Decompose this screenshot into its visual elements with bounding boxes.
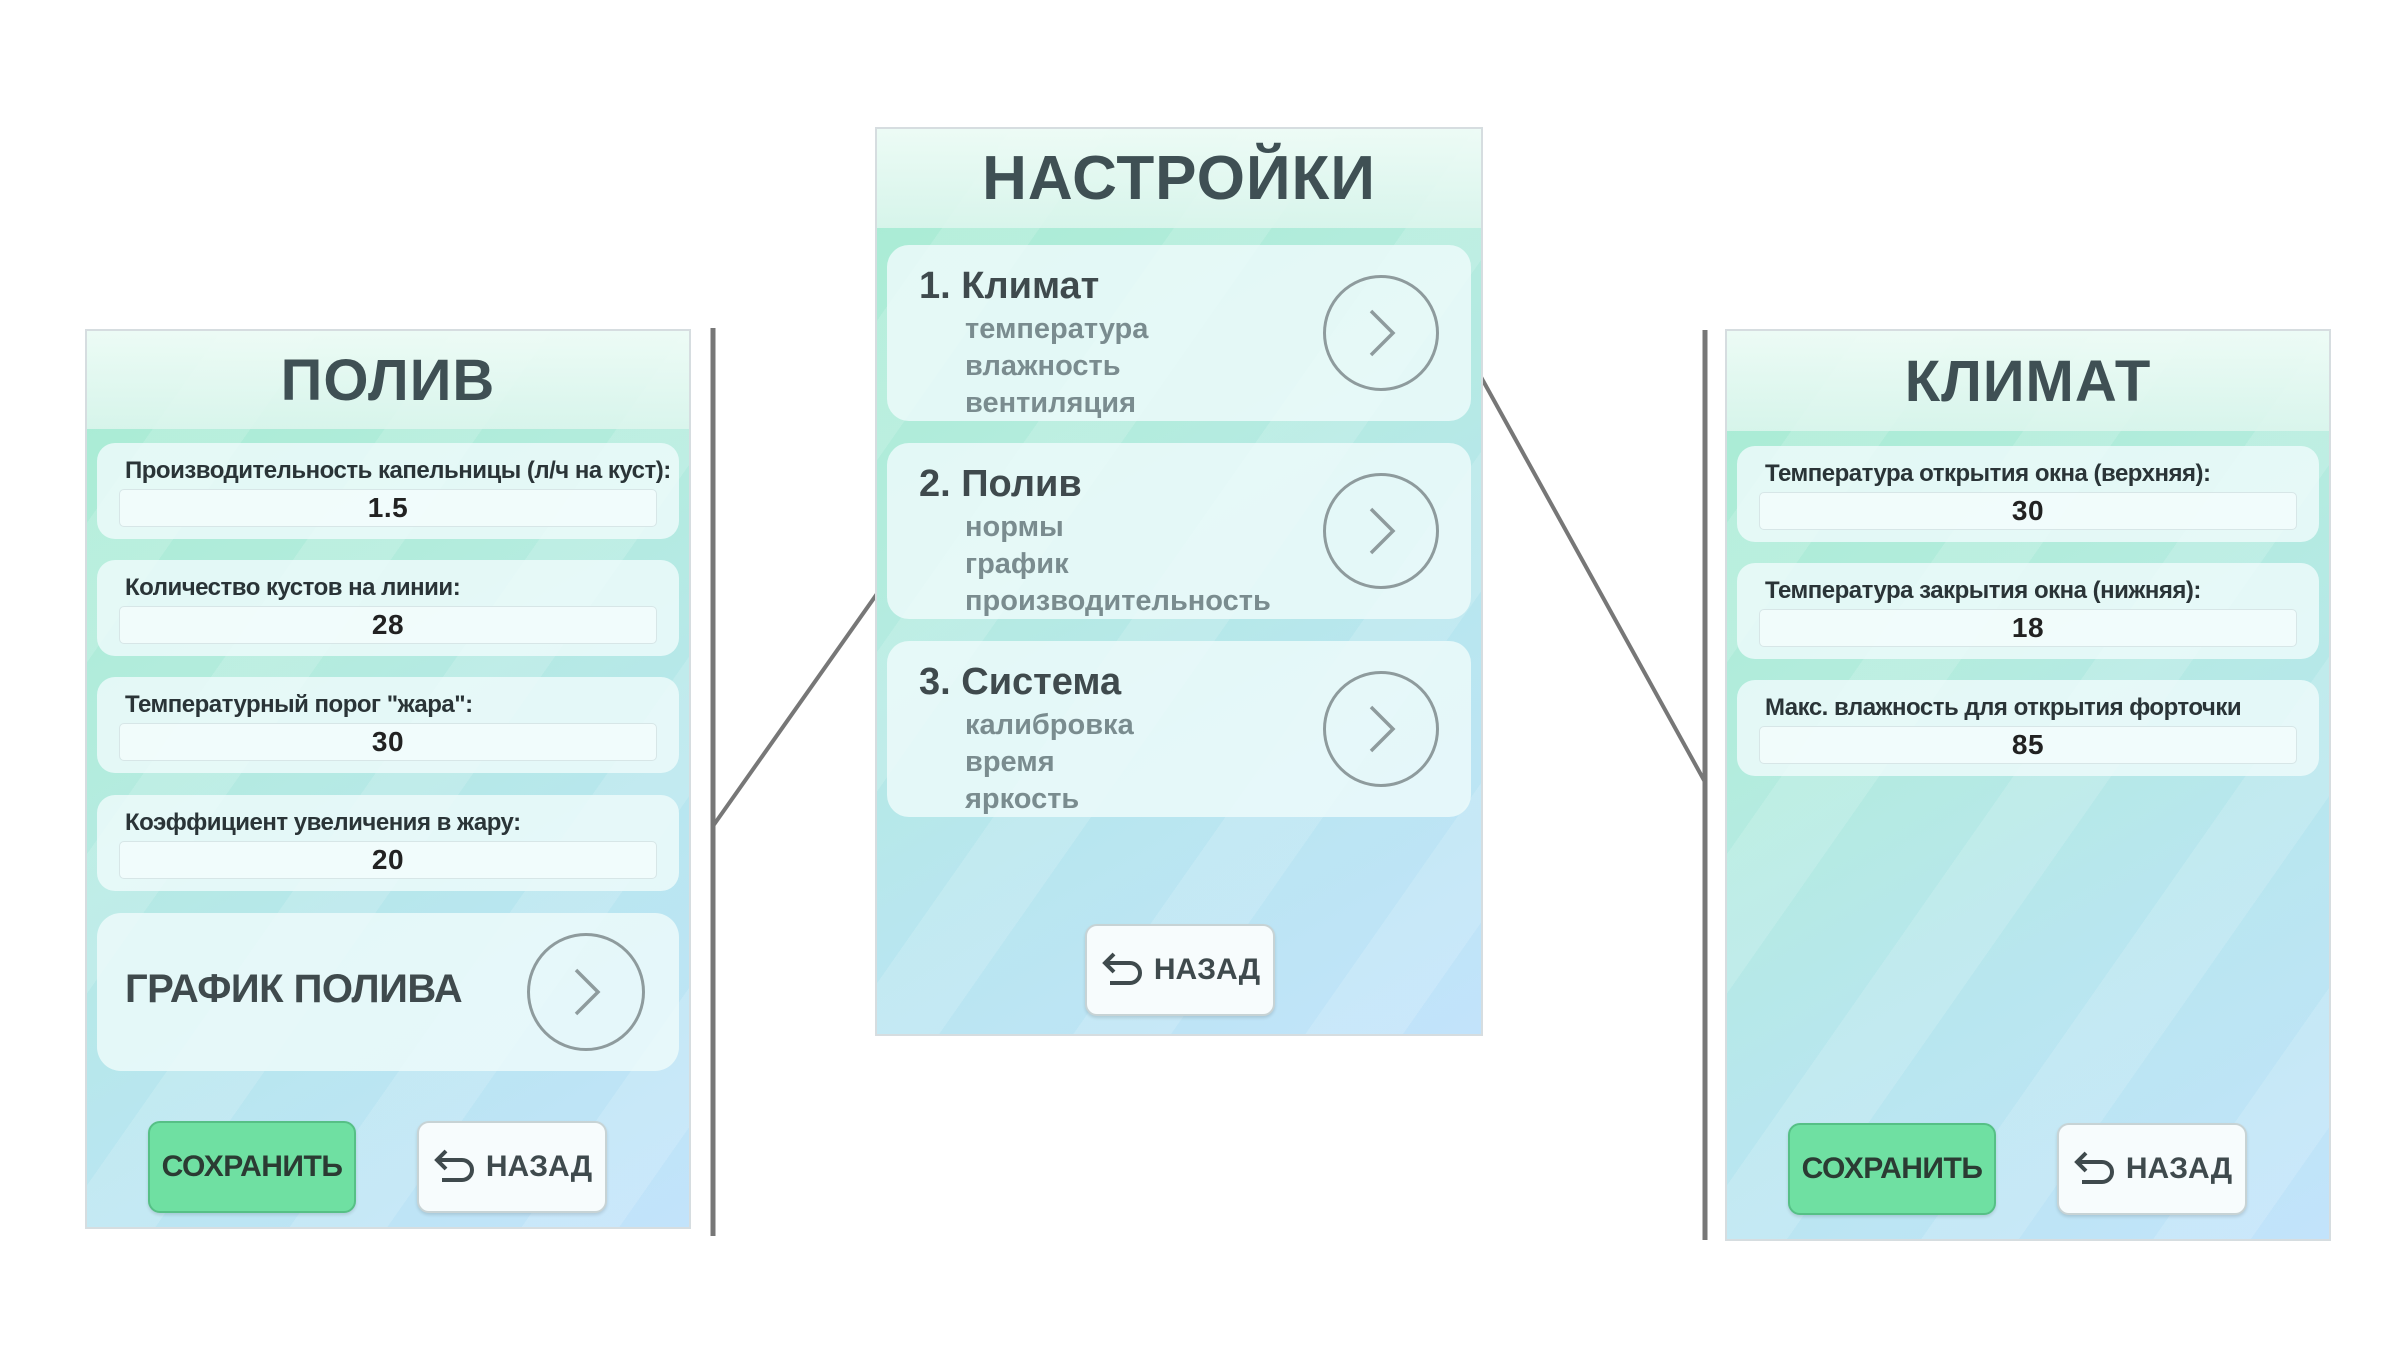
menu-item-climate[interactable]: 1. Климат температура влажность вентиляц… <box>887 245 1471 421</box>
menu-item-sub: калибровка <box>965 709 1134 741</box>
watering-header: ПОЛИВ <box>87 331 689 429</box>
settings-title: НАСТРОЙКИ <box>982 144 1376 213</box>
save-button[interactable]: СОХРАНИТЬ <box>148 1121 356 1213</box>
menu-item-sub: влажность <box>965 350 1121 382</box>
menu-item-subtitles: температура влажность вентиляция <box>965 311 1148 422</box>
menu-item-subtitles: калибровка время яркость <box>965 707 1134 818</box>
menu-item-sub: график <box>965 548 1069 580</box>
field-label: Температурный порог "жара": <box>125 691 473 718</box>
field-dripper-rate: Производительность капельницы (л/ч на ку… <box>97 443 679 539</box>
save-button-label: СОХРАНИТЬ <box>1801 1152 1983 1185</box>
back-button[interactable]: НАЗАД <box>2057 1123 2247 1215</box>
chevron-right-icon[interactable] <box>527 933 645 1051</box>
watering-title: ПОЛИВ <box>280 347 496 413</box>
field-label: Температура закрытия окна (нижняя): <box>1765 577 2201 604</box>
field-label: Производительность капельницы (л/ч на ку… <box>125 457 671 484</box>
back-button-label: НАЗАД <box>2125 1152 2233 1185</box>
save-button-label: СОХРАНИТЬ <box>161 1150 343 1183</box>
back-button-label: НАЗАД <box>485 1150 593 1183</box>
climate-header: КЛИМАТ <box>1727 331 2329 431</box>
field-input[interactable]: 1.5 <box>119 489 657 527</box>
field-input[interactable]: 20 <box>119 841 657 879</box>
field-label: Количество кустов на линии: <box>125 574 461 601</box>
field-window-close-temp: Температура закрытия окна (нижняя): 18 <box>1737 563 2319 659</box>
field-label: Температура открытия окна (верхняя): <box>1765 460 2211 487</box>
climate-title: КЛИМАТ <box>1904 348 2152 414</box>
chevron-right-icon[interactable] <box>1323 275 1439 391</box>
field-input[interactable]: 18 <box>1759 609 2297 647</box>
field-label: Макс. влажность для открытия форточки <box>1765 694 2242 721</box>
menu-item-system[interactable]: 3. Система калибровка время яркость <box>887 641 1471 817</box>
field-input[interactable]: 85 <box>1759 726 2297 764</box>
field-label: Коэффициент увеличения в жару: <box>125 809 521 836</box>
field-heat-coefficient: Коэффициент увеличения в жару: 20 <box>97 795 679 891</box>
undo-arrow-icon <box>2074 1151 2114 1184</box>
menu-item-sub: время <box>965 746 1055 778</box>
chevron-right-icon[interactable] <box>1323 671 1439 787</box>
chevron-right-icon[interactable] <box>1323 473 1439 589</box>
menu-item-watering[interactable]: 2. Полив нормы график производительность <box>887 443 1471 619</box>
menu-item-sub: яркость <box>965 783 1080 815</box>
field-max-humidity: Макс. влажность для открытия форточки 85 <box>1737 680 2319 776</box>
field-heat-threshold: Температурный порог "жара": 30 <box>97 677 679 773</box>
menu-item-title: 3. Система <box>919 661 1122 703</box>
undo-arrow-icon <box>434 1149 474 1182</box>
undo-arrow-icon <box>1102 952 1142 985</box>
watering-screen: ПОЛИВ Производительность капельницы (л/ч… <box>85 329 691 1229</box>
watering-schedule-item[interactable]: ГРАФИК ПОЛИВА <box>97 913 679 1071</box>
field-window-open-temp: Температура открытия окна (верхняя): 30 <box>1737 446 2319 542</box>
menu-item-sub: температура <box>965 313 1149 345</box>
menu-item-title: 2. Полив <box>919 463 1082 505</box>
climate-screen: КЛИМАТ Температура открытия окна (верхня… <box>1725 329 2331 1241</box>
field-bush-count: Количество кустов на линии: 28 <box>97 560 679 656</box>
settings-header: НАСТРОЙКИ <box>877 129 1481 228</box>
menu-item-sub: нормы <box>965 511 1064 543</box>
field-input[interactable]: 30 <box>119 723 657 761</box>
back-button[interactable]: НАЗАД <box>417 1121 607 1213</box>
back-button[interactable]: НАЗАД <box>1085 924 1275 1016</box>
menu-item-title: 1. Климат <box>919 265 1100 307</box>
watering-schedule-label: ГРАФИК ПОЛИВА <box>125 967 463 1011</box>
menu-item-sub: производительность <box>965 585 1271 617</box>
connector-climate <box>1453 329 1707 783</box>
settings-screen: НАСТРОЙКИ 1. Климат температура влажност… <box>875 127 1483 1036</box>
menu-item-sub: вентиляция <box>965 387 1137 419</box>
save-button[interactable]: СОХРАНИТЬ <box>1788 1123 1996 1215</box>
field-input[interactable]: 30 <box>1759 492 2297 530</box>
menu-item-subtitles: нормы график производительность <box>965 509 1271 620</box>
back-button-label: НАЗАД <box>1153 953 1261 986</box>
field-input[interactable]: 28 <box>119 606 657 644</box>
